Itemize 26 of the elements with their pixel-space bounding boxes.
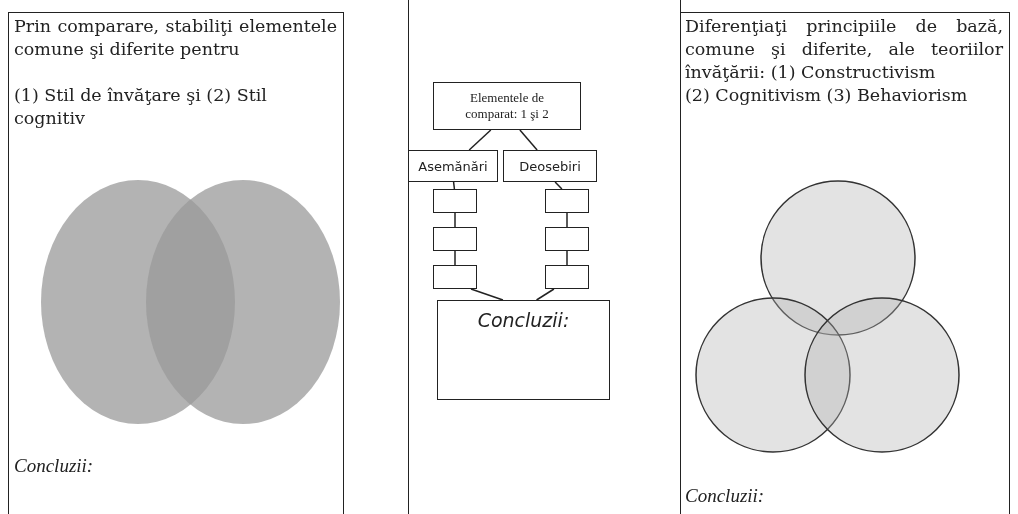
connector-line [468, 129, 492, 151]
empty-box [545, 189, 589, 213]
empty-box [545, 227, 589, 251]
category-box: Deosebiri [503, 150, 597, 182]
connector-line [454, 250, 456, 266]
connector-line [470, 288, 504, 301]
heading-box: Elementele de comparat: 1 şi 2 [433, 82, 581, 130]
connector-line [535, 288, 555, 301]
conclusions-label: Concluzii: [685, 485, 765, 507]
empty-box [433, 265, 477, 289]
empty-box [433, 227, 477, 251]
conclusions-box: Concluzii: [437, 300, 610, 400]
connector-line [452, 181, 456, 190]
connector-line [566, 212, 568, 228]
connector-line [454, 212, 456, 228]
empty-box [433, 189, 477, 213]
empty-box [545, 265, 589, 289]
instruction-text: Prin comparare, stabiliţi elementele comune şi diferite pentru [14, 15, 337, 61]
category-box: Asemănări [408, 150, 498, 182]
instruction-text: (1) Stil de învăţare şi (2) Stil cognitiv [14, 84, 268, 130]
instruction-text: Diferenţiaţi principiile de bază, comune şi diferite, ale teoriilor învăţării: (1) Constructivism [685, 15, 1003, 84]
connector-line [554, 181, 563, 190]
conclusions-label: Concluzii: [14, 455, 94, 477]
instruction-text: (2) Cognitivism (3) Behaviorism [685, 84, 969, 107]
connector-line [519, 129, 538, 151]
connector-line [566, 250, 568, 266]
